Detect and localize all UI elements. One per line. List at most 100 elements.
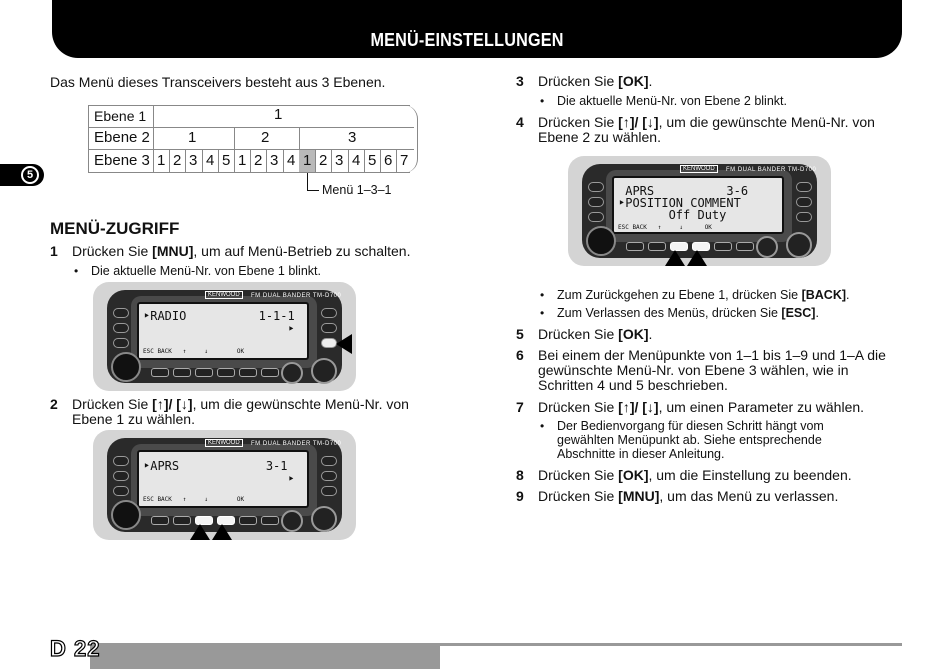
menu-caption: Menü 1–3–1 <box>322 183 392 197</box>
step-3-note: Die aktuelle Menü-Nr. von Ebene 2 blinkt… <box>557 94 787 108</box>
lcd-line-2: ‣ <box>143 322 295 336</box>
chapter-number: 5 <box>21 166 39 184</box>
step-number: 7 <box>516 399 524 415</box>
mnu-key <box>321 338 337 348</box>
level3-value: 3 <box>335 152 344 169</box>
pointer-arrow-icon <box>190 524 210 540</box>
chapter-tab: 5 <box>0 164 44 186</box>
level3-value: 2 <box>319 152 328 169</box>
step-number: 8 <box>516 467 524 483</box>
level3-value: 1 <box>238 152 247 169</box>
section-title: MENÜ-ZUGRIFF <box>50 219 180 238</box>
step-9-text: Drücken Sie [MNU], um das Menü zu verlas… <box>538 488 839 504</box>
level2-value: 1 <box>188 129 197 146</box>
header-bar: MENÜ-EINSTELLUNGEN <box>52 0 902 58</box>
level3-value: 6 <box>384 152 393 169</box>
level2-value: 3 <box>348 129 357 146</box>
step-6-text: Schritten 4 und 5 beschrieben. <box>538 377 728 393</box>
pointer-arrow-icon <box>212 524 232 540</box>
level3-value: 3 <box>189 152 198 169</box>
tuning-knob <box>586 226 616 256</box>
row-label-ebene-2: Ebene 2 <box>94 129 150 146</box>
level2-value: 2 <box>261 129 270 146</box>
lcd-softkeys: ESC BACK ↑ ↓ OK <box>618 224 712 231</box>
brand-logo: KENWOOD <box>205 439 243 447</box>
highlighted-cell <box>299 150 315 172</box>
row-label-ebene-1: Ebene 1 <box>94 108 147 124</box>
level3-value: 5 <box>222 152 231 169</box>
step-4-text: Drücken Sie [↑]/ [↓], um die gewünschte … <box>538 114 875 130</box>
radio-panel-illustration: KENWOOD FM DUAL BANDER TM-D700 ‣APRS 3-1… <box>93 430 356 540</box>
page-title: MENÜ-EINSTELLUNGEN <box>370 30 564 50</box>
footer-rule <box>90 643 902 646</box>
step-3-text: Drücken Sie [OK]. <box>538 73 653 89</box>
step-1-text: Drücken Sie [MNU], um auf Menü-Betrieb z… <box>72 243 411 259</box>
brand-logo: KENWOOD <box>205 291 243 299</box>
step-number: 2 <box>50 396 58 412</box>
lcd-line-1: APRS 3-6 <box>618 184 749 198</box>
pointer-arrow-icon <box>687 250 707 266</box>
caption-leader-line <box>307 190 319 191</box>
step-7-text: Drücken Sie [↑]/ [↓], um einen Parameter… <box>538 399 865 415</box>
model-label: FM DUAL BANDER TM-D700 <box>251 441 342 447</box>
level3-value: 4 <box>352 152 361 169</box>
radio-panel-illustration: KENWOOD FM DUAL BANDER TM-D700 APRS 3-6 … <box>568 156 831 266</box>
step-8-text: Drücken Sie [OK], um die Einstellung zu … <box>538 467 852 483</box>
back-note: Zum Zurückgehen zu Ebene 1, drücken Sie … <box>557 288 850 302</box>
step-number: 1 <box>50 243 58 259</box>
lcd-line-2: ‣ <box>143 472 295 486</box>
lcd-display: ‣RADIO 1-1-1 ‣ ESC BACK ↑ ↓ OK <box>137 302 309 360</box>
brand-logo: KENWOOD <box>680 165 718 173</box>
level3-value: 7 <box>400 152 409 169</box>
pointer-arrow-icon <box>336 334 352 354</box>
step-2-text: Drücken Sie [↑]/ [↓], um die gewünschte … <box>72 396 409 412</box>
lcd-softkeys: ESC BACK ↑ ↓ OK <box>143 496 245 503</box>
bullet-icon: • <box>540 306 545 320</box>
page-number: D 22 <box>49 635 101 661</box>
footer-band <box>90 646 440 669</box>
level1-value: 1 <box>274 106 283 123</box>
level3-value: 1 <box>157 152 166 169</box>
step-number: 6 <box>516 347 524 363</box>
pointer-arrow-icon <box>665 250 685 266</box>
model-label: FM DUAL BANDER TM-D700 <box>726 167 817 173</box>
bullet-icon: • <box>540 419 545 433</box>
level3-value: 3 <box>270 152 279 169</box>
row-label-ebene-3: Ebene 3 <box>94 152 150 169</box>
radio-panel-illustration: KENWOOD FM DUAL BANDER TM-D700 ‣RADIO 1-… <box>93 282 356 391</box>
caption-leader-line <box>307 173 308 191</box>
step-number: 4 <box>516 114 524 130</box>
bullet-icon: • <box>540 288 545 302</box>
step-7-note: Abschnitte in dieser Anleitung. <box>557 447 725 461</box>
model-label: FM DUAL BANDER TM-D700 <box>251 293 342 299</box>
menu-structure-table: Ebene 1 Ebene 2 Ebene 3 1 1 2 3 1 2 3 4 … <box>88 105 418 173</box>
step-6-text: Bei einem der Menüpunkte von 1–1 bis 1–9… <box>538 347 886 363</box>
level3-value: 2 <box>173 152 182 169</box>
step-number: 5 <box>516 326 524 342</box>
lcd-line-2: ‣POSITION COMMENT <box>618 196 741 210</box>
bullet-icon: • <box>74 264 79 278</box>
lcd-display: APRS 3-6 ‣POSITION COMMENT Off Duty ESC … <box>612 176 784 234</box>
step-5-text: Drücken Sie [OK]. <box>538 326 653 342</box>
step-7-note: Der Bedienvorgang für diesen Schritt hän… <box>557 419 824 433</box>
lcd-line-3: Off Duty <box>618 208 727 222</box>
intro-text: Das Menü dieses Transceivers besteht aus… <box>50 74 386 90</box>
level3-value: 2 <box>254 152 263 169</box>
lcd-display: ‣APRS 3-1 ‣ ESC BACK ↑ ↓ OK <box>137 450 309 508</box>
bullet-icon: • <box>540 94 545 108</box>
tuning-knob <box>111 352 141 382</box>
step-number: 3 <box>516 73 524 89</box>
step-number: 9 <box>516 488 524 504</box>
level3-value: 4 <box>287 152 296 169</box>
level3-value: 4 <box>206 152 215 169</box>
step-6-text: gewünschte Menü-Nr. von Ebene 3 wählen, … <box>538 362 849 378</box>
lcd-line-1: ‣APRS 3-1 <box>143 459 288 473</box>
lcd-line-1: ‣RADIO 1-1-1 <box>143 309 295 323</box>
step-7-note: gewählten Menüpunkt ab. Siehe entspreche… <box>557 433 822 447</box>
step-4-text-line2: Ebene 2 zu wählen. <box>538 129 661 145</box>
tuning-knob <box>111 500 141 530</box>
esc-note: Zum Verlassen des Menüs, drücken Sie [ES… <box>557 306 819 320</box>
step-2-text-line2: Ebene 1 zu wählen. <box>72 411 195 427</box>
level3-value: 1 <box>303 152 312 169</box>
level3-value: 5 <box>368 152 377 169</box>
